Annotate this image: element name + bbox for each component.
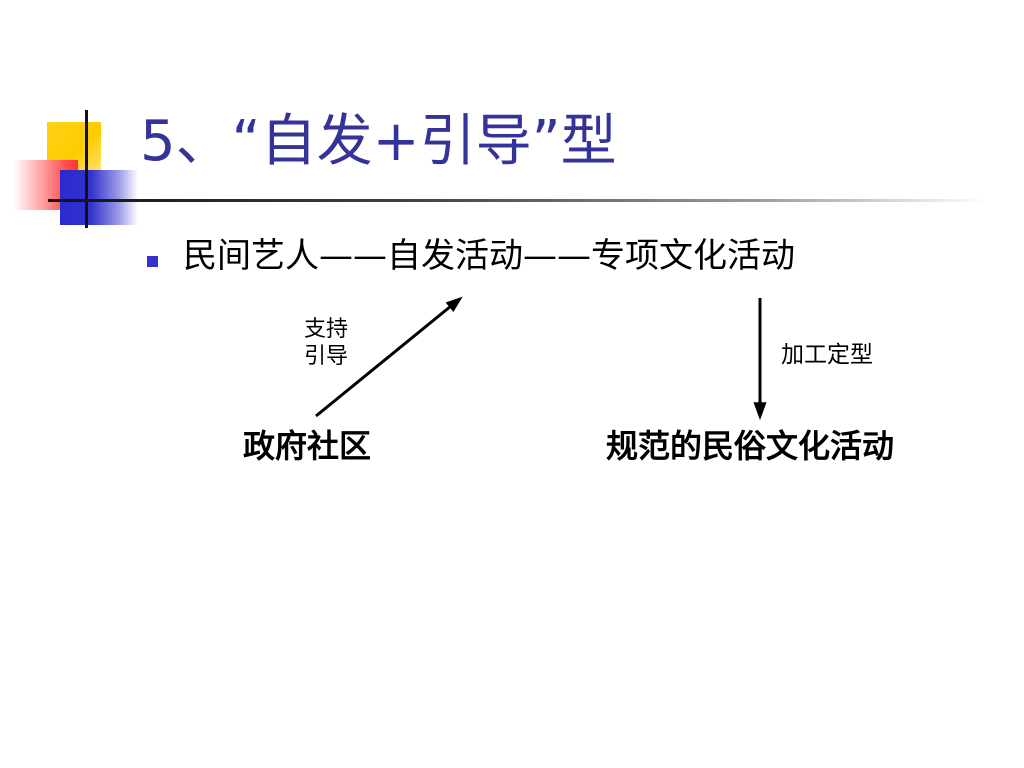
government-community-node: 政府社区	[243, 427, 372, 465]
slide-title: 5、“自发+引导”型	[140, 109, 617, 174]
support-label-line1: 支持	[304, 317, 349, 342]
standardized-folk-activity-node: 规范的民俗文化活动	[606, 427, 895, 465]
process-arrow-head	[753, 402, 767, 421]
bullet-square-icon	[147, 256, 158, 267]
process-label: 加工定型	[781, 342, 873, 368]
support-label-line2: 引导	[304, 344, 349, 369]
process-arrow	[753, 298, 767, 421]
bullet-text: 民间艺人——自发活动——专项文化活动	[183, 236, 795, 276]
decoration-vertical-line	[85, 110, 88, 228]
support-arrow-head	[445, 296, 463, 312]
support-guide-label: 支持 引导	[304, 316, 348, 370]
decoration-blue-square	[60, 170, 138, 225]
title-underline	[48, 199, 988, 202]
